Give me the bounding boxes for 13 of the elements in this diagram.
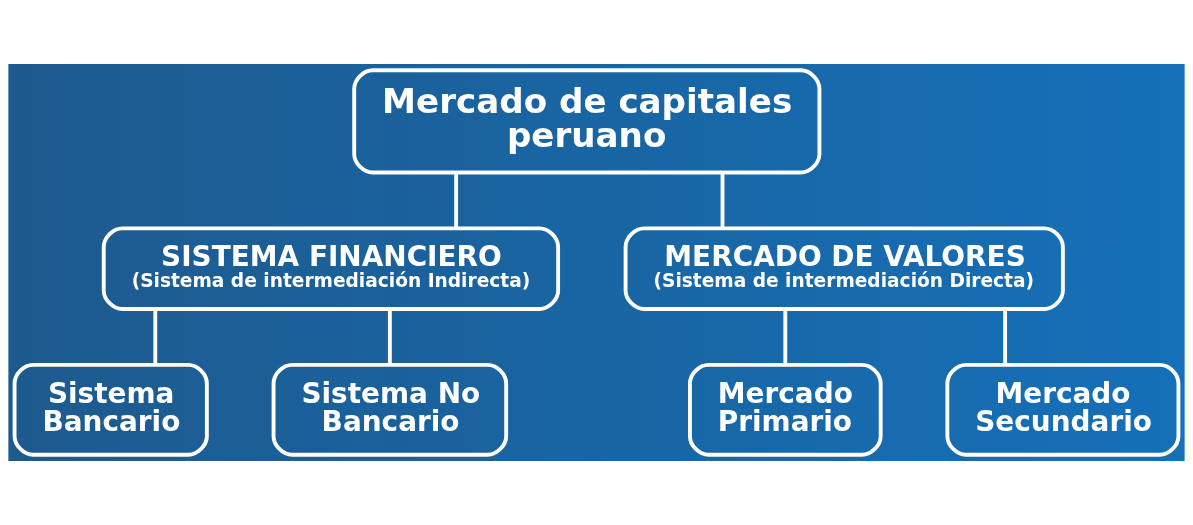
node-box: Mercado de capitales peruano	[352, 68, 822, 175]
connector	[720, 172, 725, 229]
node-box: Mercado Secundario	[945, 362, 1181, 457]
node-box: Sistema No Bancario	[271, 362, 509, 457]
connector	[387, 309, 392, 365]
connector	[783, 309, 788, 365]
node-box: Sistema Bancario	[12, 362, 209, 457]
node-box: MERCADO DE VALORES (Sistema de intermediación Directa)	[623, 226, 1065, 311]
connector	[153, 309, 158, 365]
node-box: SISTEMA FINANCIERO (Sistema de intermediación Indirecta)	[101, 226, 561, 311]
connector	[1003, 309, 1008, 365]
connector	[454, 172, 459, 229]
node-box: Mercado Primario	[688, 362, 883, 457]
